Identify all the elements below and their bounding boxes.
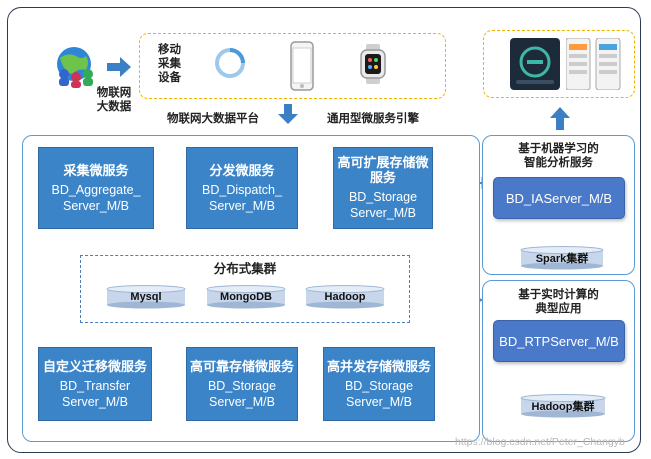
iot-label-line1: 物联网 <box>96 87 132 99</box>
mysql-db-label: Mysql <box>130 291 162 303</box>
dispatch-service-name-line1: BD_Dispatch_ <box>202 182 282 197</box>
cluster-title: 分布式集群 <box>213 262 277 276</box>
collect-label-line1: 移动 <box>158 44 181 56</box>
reliable-storage-service[interactable]: 高可靠存储微服务 BD_Storage Server_M/B <box>186 347 298 421</box>
ml-panel-title-line1: 基于机器学习的 <box>518 143 599 155</box>
concurrent-storage-service[interactable]: 高并发存储微服务 BD_Storage Server_M/B <box>323 347 435 421</box>
transfer-service-title: 自定义迁移微服务 <box>42 358 147 374</box>
rtp-server-label: BD_RTPServer_M/B <box>499 333 619 349</box>
ml-panel-title-line2: 智能分析服务 <box>524 157 593 169</box>
rt-panel-title: 基于实时计算的 典型应用 <box>482 288 635 316</box>
aggregate-service-title: 采集微服务 <box>63 162 129 178</box>
transfer-service[interactable]: 自定义迁移微服务 BD_Transfer Server_M/B <box>38 347 152 421</box>
spark-cluster[interactable]: Spark集群 <box>520 246 604 270</box>
aggregate-service-name-line2: Server_M/B <box>63 198 129 213</box>
outer-frame <box>7 7 641 453</box>
hadoop-db[interactable]: Hadoop <box>305 285 385 309</box>
aggregate-service[interactable]: 采集微服务 BD_Aggregate_ Server_M/B <box>38 147 154 229</box>
watermark: https://blog.csdn.net/Peter_Changyb <box>455 436 625 448</box>
collect-label-line3: 设备 <box>158 72 181 84</box>
engine-label: 通用型微服务引擎 <box>327 113 419 125</box>
aggregate-service-name-line1: BD_Aggregate_ <box>51 182 141 197</box>
collect-label: 移动 采集 设备 <box>158 43 181 85</box>
mongodb-db[interactable]: MongoDB <box>206 285 286 309</box>
hadoop-cluster[interactable]: Hadoop集群 <box>520 394 606 418</box>
collect-label-line2: 采集 <box>158 58 181 70</box>
iot-label-line2: 大数据 <box>96 101 132 113</box>
scalable-storage-service[interactable]: 高可扩展存储微服务 BD_Storage Server_M/B <box>333 147 433 229</box>
ring-device-icon <box>212 45 248 81</box>
concurrent-storage-service-name-line1: BD_Storage <box>344 378 414 393</box>
mobile-app-icon <box>566 38 622 90</box>
scalable-storage-service-name-line2: Server_M/B <box>350 206 416 220</box>
reliable-storage-service-name-line1: BD_Storage <box>207 378 277 393</box>
scalable-storage-service-name-line1: BD_Storage <box>348 190 418 204</box>
transfer-service-name-line1: BD_Transfer <box>59 378 131 393</box>
iot-label: 物联网 大数据 <box>86 86 142 114</box>
scalable-storage-service-title: 高可扩展存储微服务 <box>337 155 429 185</box>
arrow-iot-to-devices <box>107 57 131 77</box>
ml-panel-title: 基于机器学习的 智能分析服务 <box>482 142 635 170</box>
iot-globe-icon <box>48 44 104 88</box>
mongodb-db-label: MongoDB <box>220 291 272 303</box>
arrow-apps-up <box>550 107 570 130</box>
rt-panel-title-line2: 典型应用 <box>535 303 582 315</box>
concurrent-storage-service-title: 高并发存储微服务 <box>326 358 431 374</box>
hadoop-db-label: Hadoop <box>324 291 366 303</box>
dashboard-screen-icon <box>509 38 561 90</box>
spark-cluster-label: Spark集群 <box>535 253 589 265</box>
rt-panel-title-line1: 基于实时计算的 <box>518 289 599 301</box>
iot-platform-label: 物联网大数据平台 <box>167 113 259 125</box>
ia-server[interactable]: BD_IAServer_M/B <box>493 177 625 219</box>
transfer-service-name-line2: Server_M/B <box>62 394 128 409</box>
smartphone-icon <box>289 40 315 92</box>
reliable-storage-service-title: 高可靠存储微服务 <box>189 358 294 374</box>
smartwatch-icon <box>358 43 388 85</box>
rtp-server[interactable]: BD_RTPServer_M/B <box>493 320 625 362</box>
hadoop-cluster-label: Hadoop集群 <box>531 401 595 413</box>
dispatch-service-title: 分发微服务 <box>209 162 275 178</box>
reliable-storage-service-name-line2: Server_M/B <box>209 394 275 409</box>
dispatch-service[interactable]: 分发微服务 BD_Dispatch_ Server_M/B <box>186 147 298 229</box>
mysql-db[interactable]: Mysql <box>106 285 186 309</box>
ia-server-label: BD_IAServer_M/B <box>505 190 613 206</box>
arrow-devices-to-platform <box>278 104 298 124</box>
concurrent-storage-service-name-line2: Server_M/B <box>346 394 412 409</box>
dispatch-service-name-line2: Server_M/B <box>209 198 275 213</box>
